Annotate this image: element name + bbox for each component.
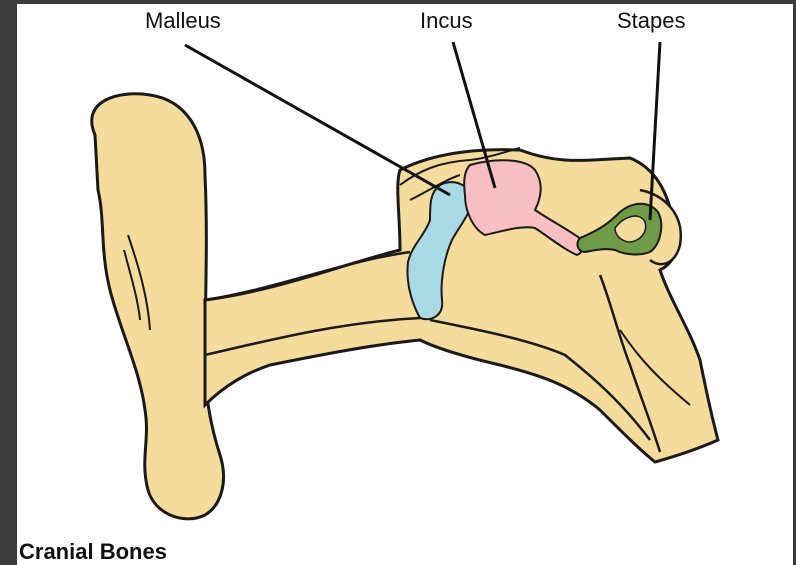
stapes-label: Stapes bbox=[617, 8, 686, 34]
incus-label: Incus bbox=[420, 8, 473, 34]
malleus-leader-line bbox=[185, 45, 450, 195]
malleus-label: Malleus bbox=[145, 8, 221, 34]
figure-caption: Cranial Bones bbox=[19, 539, 167, 565]
